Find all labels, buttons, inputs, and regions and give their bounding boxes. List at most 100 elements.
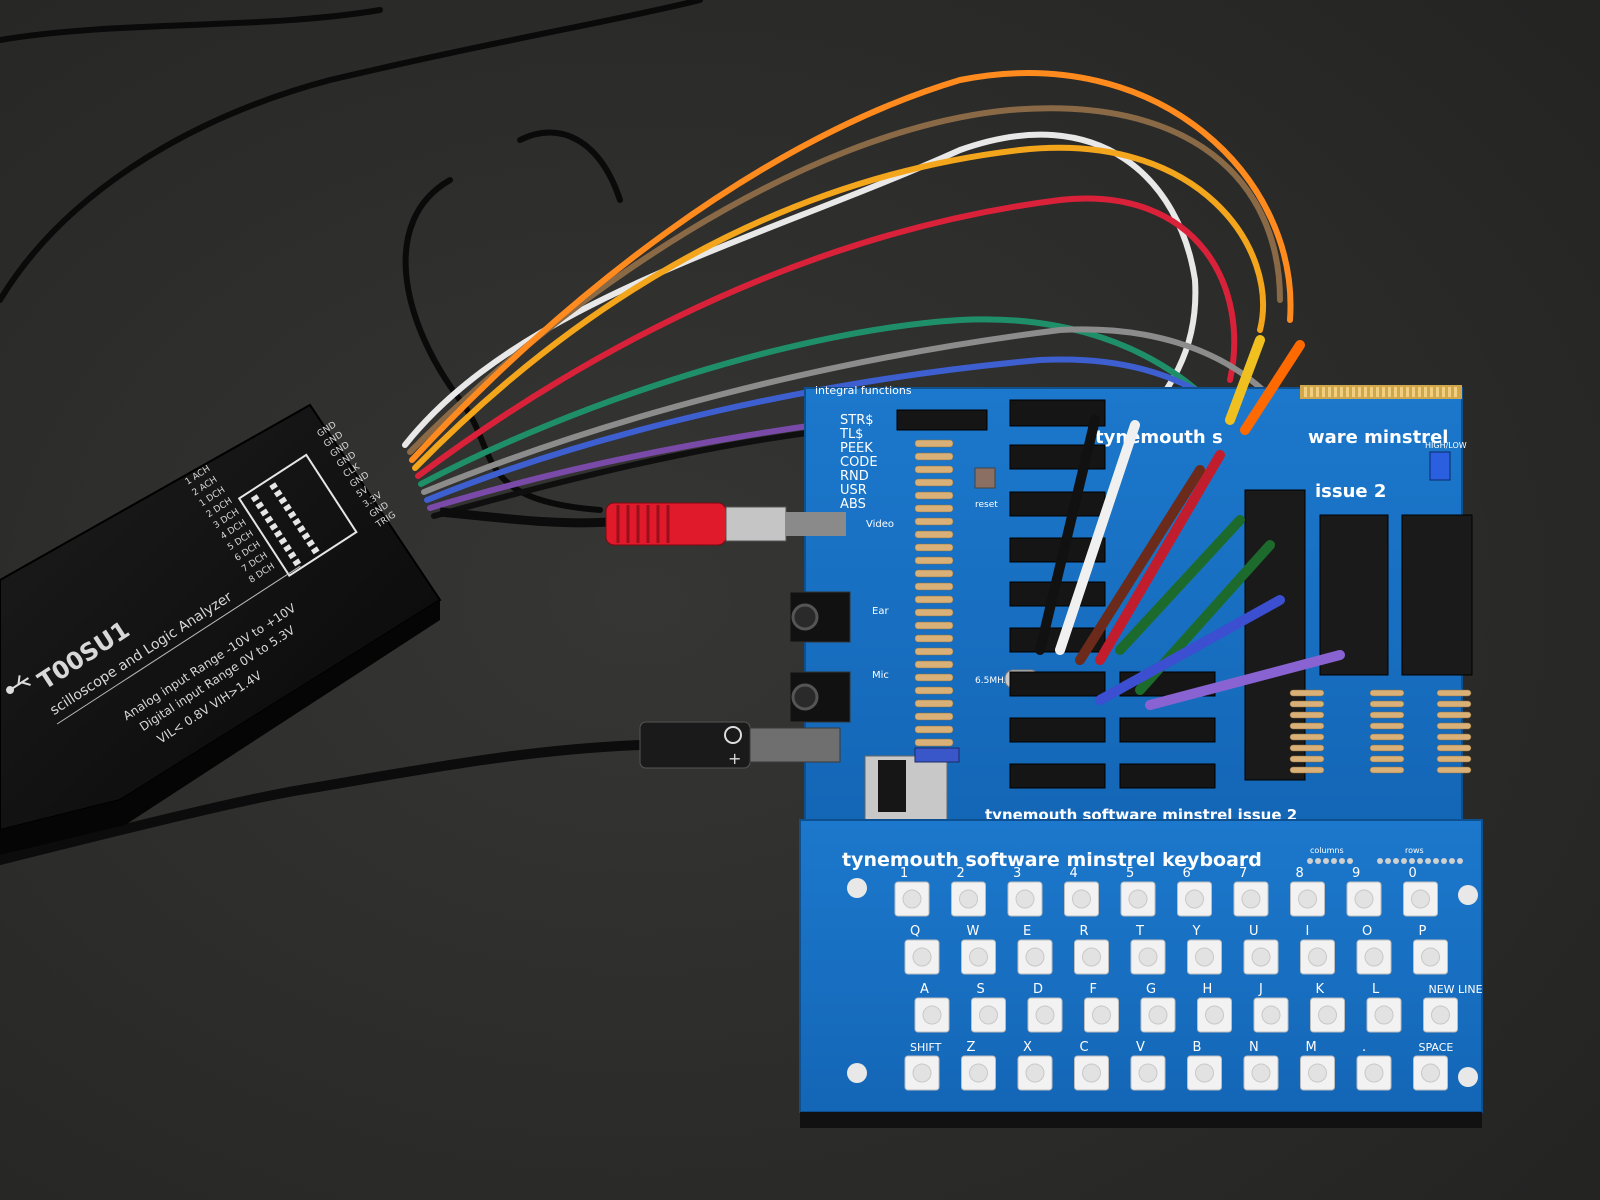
header-pin [250, 494, 260, 503]
keyboard-key-label: P [1419, 924, 1427, 939]
ic-chip [1119, 763, 1216, 789]
keyboard-key: 2 [951, 866, 986, 917]
keyboard-key-label: B [1193, 1040, 1202, 1055]
probe-clip [1115, 515, 1245, 655]
wire-red [415, 195, 1238, 479]
board-reset-label: reset [975, 500, 998, 510]
header-pin [255, 501, 265, 510]
resistor [1369, 711, 1405, 719]
keyboard-key: 1 [894, 866, 930, 917]
keyboard-key: L [1366, 982, 1402, 1033]
keyboard-key: NEW LINE [1423, 983, 1483, 1033]
function-label: STR$ [840, 413, 874, 428]
keyboard-key: R [1074, 924, 1109, 975]
keyboard-key: F [1084, 982, 1119, 1033]
probe-clip [1035, 415, 1100, 655]
keyboard-key-label: K [1316, 982, 1325, 997]
video-jack-label: Video [866, 519, 894, 530]
keyboard-headers [1307, 858, 1463, 864]
keyboard-key: 9 [1346, 866, 1382, 917]
keyboard-key-label: 6 [1183, 866, 1191, 881]
header-pin [310, 546, 320, 555]
header-pin [297, 525, 306, 534]
keyboard-columns-label: columns [1310, 846, 1344, 855]
keyboard-key: 3 [1007, 866, 1043, 917]
keyboard-key-label: 2 [957, 866, 965, 881]
keyboard-key: D [1027, 982, 1063, 1033]
video-rca-plug [439, 502, 846, 546]
resistor [914, 660, 954, 669]
keyboard-key-label: 1 [900, 866, 908, 881]
resistor [1369, 689, 1405, 697]
keyboard-key: 8 [1290, 866, 1325, 917]
keyboard-key-label: Z [967, 1040, 976, 1055]
function-label: PEEK [840, 441, 873, 456]
keyboard-key-label: NEW LINE [1429, 983, 1483, 996]
keyboard-key-label: I [1306, 924, 1310, 939]
keyboard-key: SHIFT [904, 1041, 942, 1091]
resistor [914, 530, 954, 539]
resistor [1436, 744, 1472, 752]
probe-clip [1095, 595, 1285, 705]
resistor-column [914, 439, 954, 747]
mounting-holes [847, 878, 1478, 1087]
analyzer-pin-header [237, 453, 358, 577]
header-pin [269, 522, 278, 531]
resistor [1369, 766, 1405, 774]
keyboard-key-label: 5 [1126, 866, 1134, 881]
keyboard-title: tynemouth software minstrel keyboard [842, 849, 1262, 871]
keyboard-key-label: C [1080, 1040, 1089, 1055]
keyboard-key-label: R [1080, 924, 1089, 939]
keyboard-key: I [1300, 924, 1335, 975]
keyboard-key: 4 [1064, 866, 1099, 917]
resistor [1436, 766, 1472, 774]
keyboard-key: T [1130, 924, 1166, 975]
ic-chip [896, 409, 988, 431]
header-pin [283, 503, 292, 512]
probe-clips [1035, 335, 1345, 710]
keyboard-key-label: S [977, 982, 985, 997]
keyboard-key: J [1253, 982, 1289, 1033]
keyboard-key: E [1017, 924, 1053, 975]
keyboard-key-label: Y [1192, 924, 1201, 939]
keyboard-key: K [1310, 982, 1345, 1033]
resistor [1369, 733, 1405, 741]
keyboard-key-label: 4 [1070, 866, 1078, 881]
logic-analyzer: T00SU1 scilloscope and Logic Analyzer An… [0, 403, 442, 855]
keyboard-key-label: A [920, 982, 929, 997]
keyboard-key: 7 [1233, 866, 1269, 917]
resistor [1289, 711, 1325, 719]
crystal-label: 6.5MHz [975, 676, 1009, 686]
keyboard-key: . [1356, 1040, 1392, 1091]
header-pin [283, 544, 292, 553]
keyboard-key-label: O [1362, 924, 1372, 939]
keyboard-key-label: T [1135, 924, 1144, 939]
board-corner-label: integral functions [815, 384, 912, 397]
keyboard-key: Y [1187, 924, 1222, 975]
board-jumper-label: HIGH/LOW [1425, 441, 1467, 450]
wire-yellow [412, 144, 1266, 471]
keyboard-key: Q [904, 924, 940, 975]
keyboard-key: S [971, 982, 1006, 1033]
resistor [1289, 744, 1325, 752]
header-pin [301, 532, 311, 541]
usb-icon [6, 675, 31, 694]
resistor [914, 712, 954, 721]
resistor [914, 478, 954, 487]
keyboard-key: G [1140, 982, 1176, 1033]
board-brand-top: ware minstrel [1308, 427, 1448, 448]
resistor [1436, 722, 1472, 730]
header-pin [278, 537, 288, 546]
probe-clip [1075, 465, 1205, 665]
keyboard-key: W [961, 924, 996, 975]
resistor [914, 569, 954, 578]
power-cable [0, 740, 645, 865]
large-chips [1244, 489, 1473, 781]
keyboard-key-label: F [1090, 982, 1097, 997]
resistor [914, 517, 954, 526]
resistor [914, 686, 954, 695]
keyboard-key-label: L [1372, 982, 1380, 997]
keyboard-key-label: H [1203, 982, 1213, 997]
